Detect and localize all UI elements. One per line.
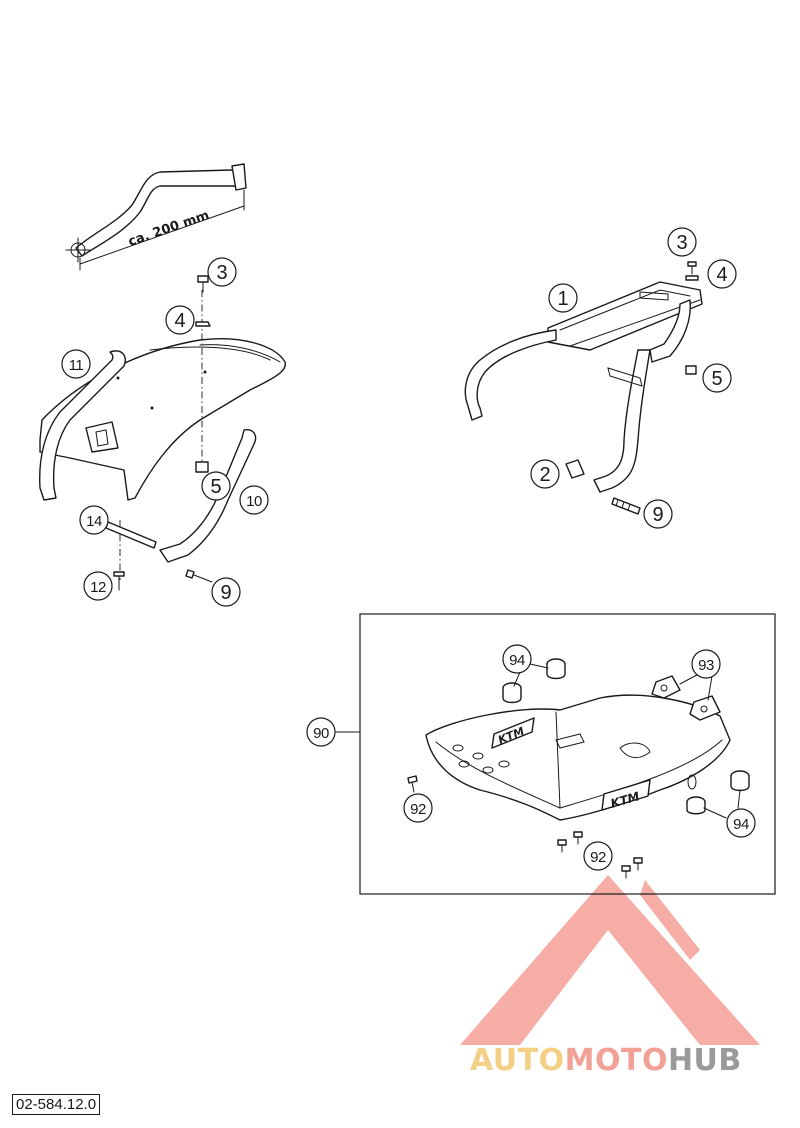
callout-kit-92-a: 92 xyxy=(403,793,433,823)
nut-5-right xyxy=(685,365,697,375)
svg-text:94: 94 xyxy=(733,816,749,833)
screw-12 xyxy=(113,571,125,591)
svg-text:3: 3 xyxy=(676,232,687,254)
washer-4-right xyxy=(685,275,699,281)
svg-text:92: 92 xyxy=(410,801,426,818)
callout-kit-93: 93 xyxy=(691,649,721,679)
callout-kit-94-a: 94 xyxy=(502,644,532,674)
svg-text:4: 4 xyxy=(174,310,185,332)
callout-left-10: 10 xyxy=(239,485,269,515)
callout-left-9: 9 xyxy=(211,577,241,607)
svg-text:4: 4 xyxy=(716,264,727,286)
screw-9-left xyxy=(185,569,213,583)
grab-handle-right xyxy=(159,429,257,563)
rubber-bumper-set xyxy=(502,658,750,815)
luggage-rack xyxy=(464,281,703,493)
callout-kit-94-b: 94 xyxy=(726,808,756,838)
callout-right-9: 9 xyxy=(643,499,673,529)
callout-left-12: 12 xyxy=(83,571,113,601)
screw-9-right xyxy=(611,497,641,515)
svg-text:92: 92 xyxy=(590,849,606,866)
svg-text:3: 3 xyxy=(216,262,227,284)
washer-4-left xyxy=(195,321,211,327)
watermark-part-moto: MOTO xyxy=(564,1043,668,1078)
callout-left-4: 4 xyxy=(165,305,195,335)
spacer-2 xyxy=(565,459,585,479)
figure-reference-number: 02-584.12.0 xyxy=(12,1094,101,1115)
callout-right-3: 3 xyxy=(667,227,697,257)
callout-right-2: 2 xyxy=(530,459,560,489)
svg-text:12: 12 xyxy=(90,579,106,596)
watermark-brand-text: AUTOMOTOHUB xyxy=(470,1043,742,1078)
svg-text:9: 9 xyxy=(652,504,663,526)
callout-kit-92-b: 92 xyxy=(583,841,613,871)
svg-text:11: 11 xyxy=(69,357,84,374)
watermark-part-auto: AUTO xyxy=(470,1043,565,1078)
watermark-part-hub: HUB xyxy=(667,1043,742,1078)
plate-14 xyxy=(105,521,157,549)
svg-text:5: 5 xyxy=(711,368,722,390)
svg-text:5: 5 xyxy=(210,476,221,498)
svg-text:94: 94 xyxy=(509,652,525,669)
callout-right-4: 4 xyxy=(707,259,737,289)
callout-left-11: 11 xyxy=(61,349,91,379)
nut-5-left xyxy=(195,461,209,473)
dimension-label: ca. 200 mm xyxy=(126,208,211,250)
svg-text:2: 2 xyxy=(539,464,550,486)
svg-text:9: 9 xyxy=(220,582,231,604)
callout-kit-90: 90 xyxy=(306,717,336,747)
svg-text:10: 10 xyxy=(246,493,262,510)
callout-left-3: 3 xyxy=(207,257,237,287)
svg-text:93: 93 xyxy=(698,657,714,674)
callout-right-1: 1 xyxy=(548,283,578,313)
screw-3-right xyxy=(687,261,697,275)
callout-left-5: 5 xyxy=(201,471,231,501)
skid-plate xyxy=(425,694,731,821)
callout-right-5: 5 xyxy=(702,363,732,393)
svg-text:14: 14 xyxy=(86,513,102,530)
mounting-blocks xyxy=(651,675,721,721)
grab-handle-left xyxy=(38,350,126,501)
callout-left-14: 14 xyxy=(79,505,109,535)
svg-text:90: 90 xyxy=(313,725,329,742)
screws-92 xyxy=(407,775,643,879)
screw-3-left xyxy=(197,275,209,293)
svg-text:1: 1 xyxy=(557,288,568,310)
handle-bar-detail xyxy=(65,163,247,271)
watermark-logo-icon xyxy=(460,875,760,1045)
